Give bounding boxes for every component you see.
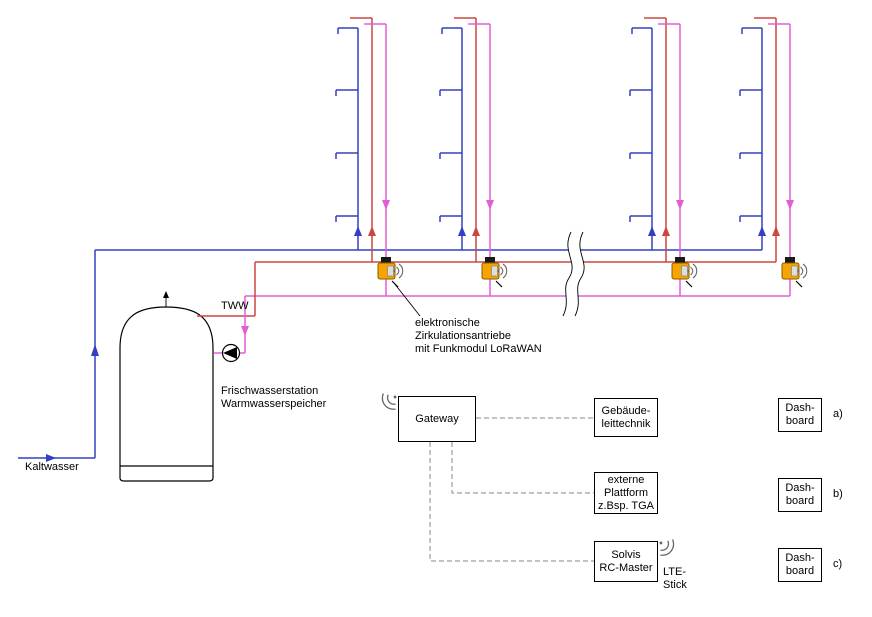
building-control-box: Gebäude- leittechnik [594,398,658,437]
tank-vent-arrow-icon [163,291,169,298]
circulation-pump [221,343,241,363]
gateway-wifi-dot [393,395,397,399]
lte-wifi-waves [660,539,675,556]
storage-tank [119,291,214,482]
lte-wifi-arcs-icon [659,539,675,556]
pipe-break-symbol [562,229,585,319]
riser-group-3 [629,17,698,297]
kaltwasser-label: Kaltwasser [25,461,79,473]
riser-group-1 [335,17,404,297]
station-label: Frischwasserstation Warmwasserspeicher [221,385,327,410]
dashboard-b-box: Dash- board [778,478,822,512]
dashboard-a-box: Dash- board [778,398,822,432]
dashboard-c-tag: c) [833,558,843,570]
gateway-box: Gateway [398,396,476,442]
solvis-rc-master-box: Solvis RC-Master [594,541,658,582]
break-mask [563,229,585,319]
cold-feed-arrow-icon [46,454,56,462]
link-gateway-external-platform [451,442,594,494]
link-gateway-solvis [429,442,594,562]
dashboard-b-tag: b) [833,488,843,500]
external-platform-box: externe Plattform z.Bsp. TGA [594,472,658,514]
callout-pointer-line [393,282,421,317]
lte-wifi-dot [659,541,663,545]
dashboard-c-box: Dash- board [778,548,822,582]
gateway-wifi-arcs-icon [381,393,397,410]
dashboard-a-tag: a) [833,408,843,420]
circulation-return-arrow-icon [241,326,249,336]
break-wave-left [562,231,573,317]
riser-group-2 [439,17,508,297]
pump-triangle-icon [223,347,237,359]
tww-label: TWW [221,300,249,312]
tank-body [119,306,214,482]
lte-stick-label: LTE- Stick [663,566,687,591]
gateway-wifi-waves [381,393,396,410]
drives-callout-label: elektronische Zirkulationsantriebe mit F… [415,317,542,355]
cold-water-feed-pipe [18,250,96,459]
cold-riser-arrow-icon [91,344,99,356]
riser-group-4 [739,17,808,297]
break-wave-right [574,231,585,317]
